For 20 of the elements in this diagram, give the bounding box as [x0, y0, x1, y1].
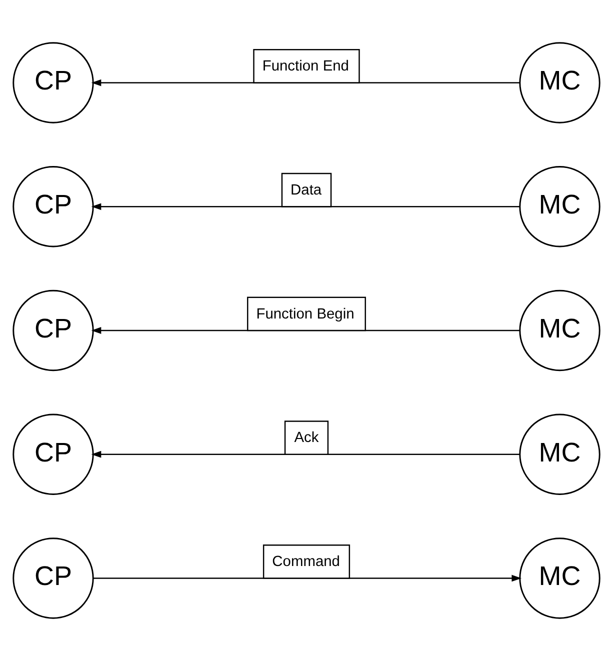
node-circle: MC — [519, 537, 600, 618]
edge-label: Function Begin — [256, 306, 354, 322]
node-circle: MC — [519, 413, 600, 494]
node-circle: CP — [12, 413, 94, 494]
node-circle: CP — [12, 166, 94, 247]
arrow — [93, 574, 522, 582]
node-circle: CP — [12, 289, 94, 371]
arrow — [91, 202, 520, 210]
edge-label: Ack — [294, 430, 319, 446]
edge-label: Command — [272, 554, 340, 570]
node-circle: CP — [12, 42, 94, 123]
node-circle: MC — [519, 289, 600, 371]
arrow — [91, 450, 520, 458]
node-circle: MC — [519, 42, 600, 123]
arrow — [91, 78, 520, 86]
node-circle: CP — [12, 537, 94, 618]
node-circle: MC — [519, 166, 600, 247]
arrow — [91, 326, 520, 334]
edge-label: Function End — [262, 58, 349, 74]
edge-label: Data — [290, 182, 322, 198]
